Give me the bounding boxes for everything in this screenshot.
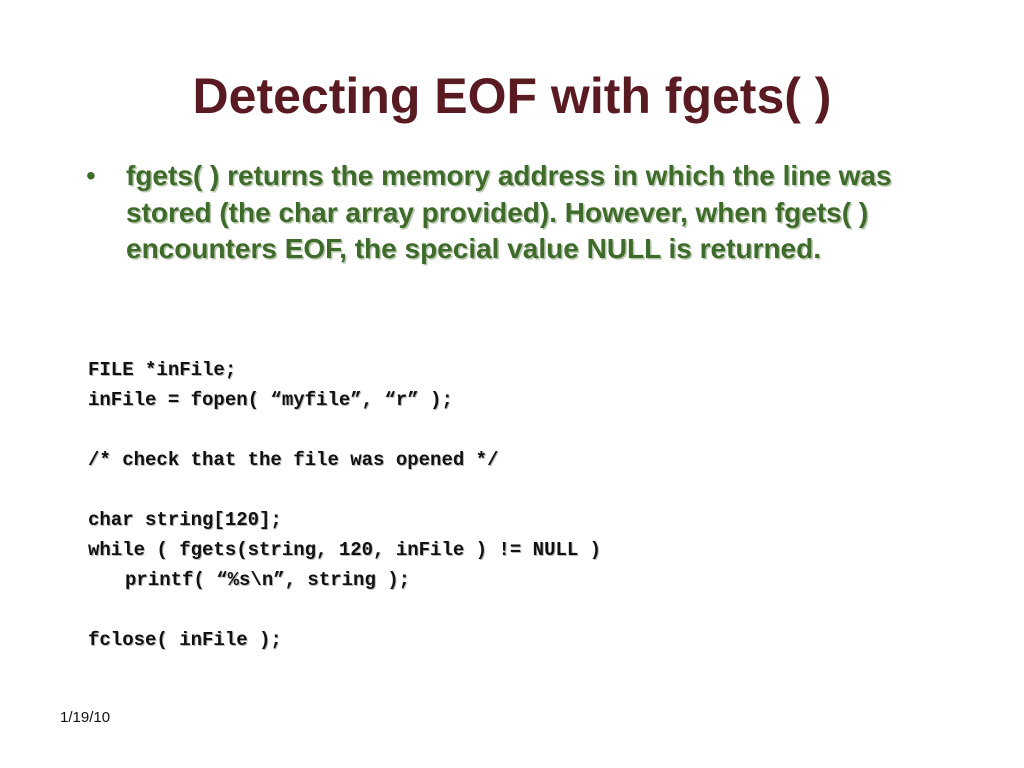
code-line <box>88 415 968 445</box>
code-line: FILE *inFile; <box>88 359 237 381</box>
bullet-marker: • <box>86 160 96 191</box>
code-line: while ( fgets(string, 120, inFile ) != N… <box>88 539 602 561</box>
code-line: inFile = fopen( “myfile”, “r” ); <box>88 389 453 411</box>
bullet-text: fgets( ) returns the memory address in w… <box>126 160 892 264</box>
code-line <box>88 475 968 505</box>
code-block: FILE *inFile; inFile = fopen( “myfile”, … <box>88 355 968 655</box>
code-line: printf( “%s\n”, string ); <box>125 569 411 591</box>
bullet-item: • fgets( ) returns the memory address in… <box>86 158 936 268</box>
slide-title: Detecting EOF with fgets( ) <box>192 68 832 124</box>
code-line: char string[120]; <box>88 509 282 531</box>
footer-date: 1/19/10 <box>60 709 111 726</box>
code-line <box>88 595 968 625</box>
code-line: /* check that the file was opened */ <box>88 449 499 471</box>
code-line: fclose( inFile ); <box>88 629 282 651</box>
